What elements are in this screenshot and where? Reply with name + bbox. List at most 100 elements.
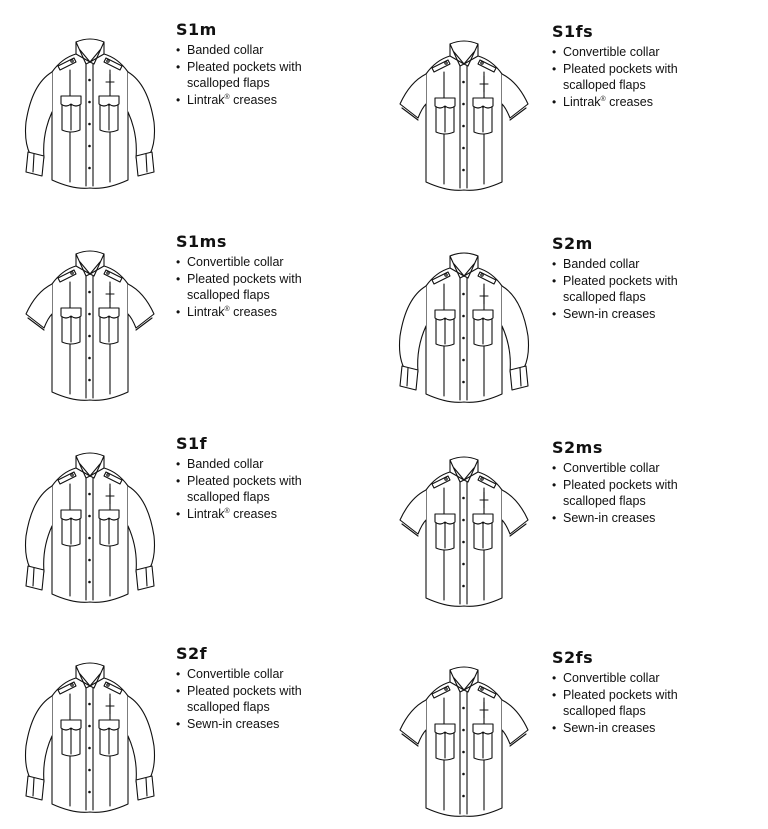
shirt-model-code: S1f: [176, 434, 208, 453]
feature-text: Convertible collar: [563, 45, 660, 59]
registered-mark: ®: [600, 95, 606, 103]
feature-text: scalloped flaps: [187, 288, 270, 302]
feature-item: Banded collar: [552, 256, 732, 273]
registered-mark: ®: [224, 93, 230, 101]
feature-text: Lintrak: [187, 506, 225, 521]
feature-text-rest: creases: [605, 94, 653, 109]
long-sleeve-shirt-illustration: [24, 662, 156, 813]
feature-item: scalloped flaps: [176, 287, 356, 304]
shirt-info: S2fConvertible collarPleated pockets wit…: [176, 644, 356, 732]
shirt-entry-s1m: S1mBanded collarPleated pockets withscal…: [14, 20, 354, 210]
feature-item: Convertible collar: [552, 44, 732, 61]
feature-item: Pleated pockets with: [552, 687, 732, 704]
long-sleeve-shirt-illustration: [24, 38, 156, 189]
feature-item: scalloped flaps: [552, 77, 732, 94]
feature-text: Lintrak: [187, 304, 225, 319]
registered-mark: ®: [224, 507, 230, 515]
feature-text: Pleated pockets with: [187, 683, 302, 698]
feature-item: scalloped flaps: [552, 289, 732, 306]
short-sleeve-shirt-illustration: [25, 250, 155, 401]
feature-text: Sewn-in creases: [563, 720, 656, 735]
shirt-model-code: S1m: [176, 20, 217, 39]
feature-item: scalloped flaps: [552, 493, 732, 510]
feature-text-rest: creases: [229, 304, 277, 319]
feature-item: Lintrak® creases: [176, 304, 356, 321]
shirt-entry-s2fs: S2fsConvertible collarPleated pockets wi…: [386, 648, 746, 828]
short-sleeve-shirt-illustration: [399, 40, 529, 191]
shirt-info: S2msConvertible collarPleated pockets wi…: [552, 438, 732, 526]
shirt-illustration: [388, 448, 540, 618]
feature-text: Lintrak: [187, 92, 225, 107]
feature-text-rest: creases: [229, 92, 277, 107]
shirt-info: S2fsConvertible collarPleated pockets wi…: [552, 648, 732, 736]
shirt-illustration: [388, 244, 540, 414]
feature-text: Sewn-in creases: [563, 306, 656, 321]
feature-list: Convertible collarPleated pockets withsc…: [176, 254, 356, 320]
feature-item: Pleated pockets with: [176, 59, 356, 76]
shirt-entry-s1ms: S1msConvertible collarPleated pockets wi…: [14, 232, 354, 422]
feature-text: Sewn-in creases: [563, 510, 656, 525]
feature-text: Banded collar: [563, 257, 640, 271]
feature-list: Banded collarPleated pockets withscallop…: [552, 256, 732, 322]
shirt-illustration: [14, 30, 166, 200]
feature-item: Sewn-in creases: [552, 720, 732, 737]
feature-list: Convertible collarPleated pockets withsc…: [552, 44, 732, 110]
feature-item: Pleated pockets with: [552, 61, 732, 78]
long-sleeve-shirt-illustration: [398, 252, 530, 403]
feature-item: Sewn-in creases: [552, 306, 732, 323]
shirt-entry-s2f: S2fConvertible collarPleated pockets wit…: [14, 644, 354, 824]
feature-item: Convertible collar: [176, 666, 356, 683]
feature-item: Convertible collar: [176, 254, 356, 271]
feature-list: Convertible collarPleated pockets with sc…: [176, 666, 356, 732]
feature-item: Sewn-in creases: [176, 716, 356, 733]
feature-text: Convertible collar: [187, 667, 284, 681]
feature-text: Pleated pockets with: [187, 473, 302, 488]
feature-text: Pleated pockets with: [187, 59, 302, 74]
feature-item: Convertible collar: [552, 670, 732, 687]
shirt-model-code: S1fs: [552, 22, 594, 41]
feature-text: scalloped flaps: [187, 700, 270, 714]
shirt-info: S1fsConvertible collarPleated pockets wi…: [552, 22, 732, 110]
feature-list: Convertible collarPleated pockets with sc…: [552, 460, 732, 526]
feature-text: Convertible collar: [563, 671, 660, 685]
feature-text: scalloped flaps: [187, 490, 270, 504]
feature-list: Convertible collarPleated pockets withsc…: [552, 670, 732, 736]
feature-text: scalloped flaps: [563, 494, 646, 508]
feature-item: Lintrak® creases: [176, 92, 356, 109]
feature-item: scalloped flaps: [176, 699, 356, 716]
feature-text: Convertible collar: [187, 255, 284, 269]
long-sleeve-shirt-illustration: [24, 452, 156, 603]
feature-item: Sewn-in creases: [552, 510, 732, 527]
shirt-illustration: [388, 658, 540, 828]
feature-item: Banded collar: [176, 42, 356, 59]
shirt-illustration: [14, 654, 166, 824]
feature-item: Banded collar: [176, 456, 356, 473]
feature-text: scalloped flaps: [563, 78, 646, 92]
feature-text: Lintrak: [563, 94, 601, 109]
feature-item: scalloped flaps: [176, 489, 356, 506]
feature-text: Pleated pockets with: [563, 273, 678, 288]
feature-text: Pleated pockets with: [563, 477, 678, 492]
shirt-info: S2mBanded collarPleated pockets withscal…: [552, 234, 732, 322]
feature-item: Pleated pockets with: [176, 271, 356, 288]
feature-item: Lintrak® creases: [176, 506, 356, 523]
feature-text: Banded collar: [187, 457, 264, 471]
feature-text: Banded collar: [187, 43, 264, 57]
short-sleeve-shirt-illustration: [399, 456, 529, 607]
shirt-entry-s1f: S1fBanded collarPleated pockets with scal…: [14, 434, 354, 624]
feature-list: Banded collarPleated pockets withscallop…: [176, 42, 356, 108]
feature-item: Lintrak® creases: [552, 94, 732, 111]
shirt-model-code: S1ms: [176, 232, 227, 251]
shirt-illustration: [14, 444, 166, 614]
feature-item: Pleated pockets with: [552, 477, 732, 494]
shirt-entry-s2m: S2mBanded collarPleated pockets withscal…: [386, 234, 746, 424]
shirt-entry-s1fs: S1fsConvertible collarPleated pockets wi…: [386, 22, 746, 212]
feature-item: Convertible collar: [552, 460, 732, 477]
feature-item: scalloped flaps: [552, 703, 732, 720]
shirt-model-code: S2fs: [552, 648, 594, 667]
registered-mark: ®: [224, 305, 230, 313]
feature-text: scalloped flaps: [563, 704, 646, 718]
shirt-illustration: [14, 242, 166, 412]
feature-text: Convertible collar: [563, 461, 660, 475]
shirt-info: S1fBanded collarPleated pockets with scal…: [176, 434, 356, 522]
